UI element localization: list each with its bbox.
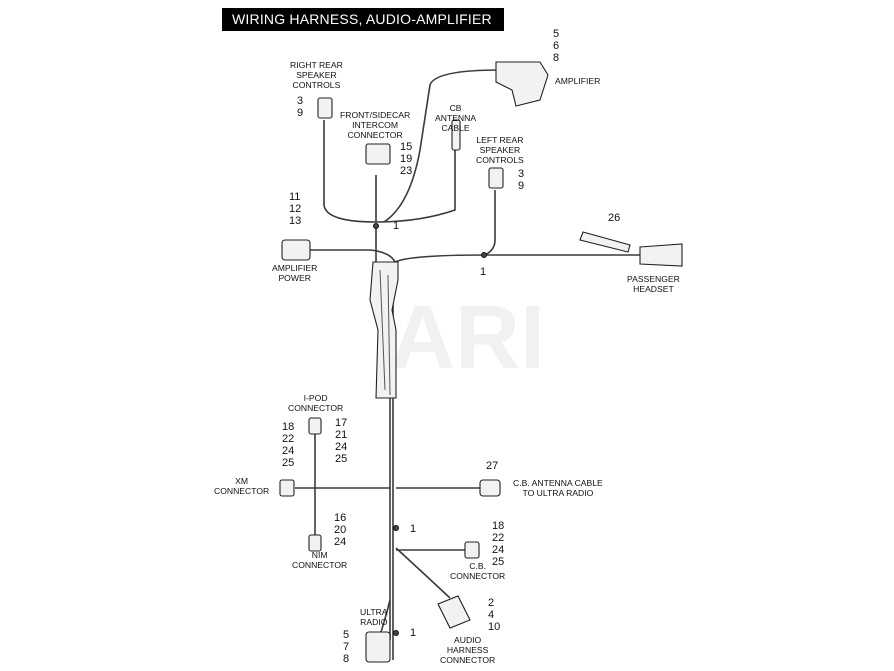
left-rear-connector: [488, 167, 504, 189]
amplifier-wire: [383, 69, 501, 223]
amp-power-connector: [281, 239, 311, 261]
callout-tie-right: 1: [480, 266, 487, 278]
passenger-headset-wire: [394, 254, 640, 263]
diagram-title: WIRING HARNESS, AUDIO-AMPLIFIER: [222, 8, 504, 31]
cb-antenna-connector: [451, 119, 461, 151]
callout-passenger: 26: [608, 212, 621, 224]
headset-lever: [579, 231, 631, 253]
cb-ultra-connector: [479, 479, 501, 497]
watermark: ARI: [390, 288, 545, 388]
harness-cover-detail: [379, 269, 391, 396]
left-rear-speaker-wire: [484, 190, 496, 256]
label-cb-connector: C.B.CONNECTOR: [450, 561, 506, 581]
cable-tie-upper: [373, 223, 379, 229]
amp-power-wire: [310, 249, 396, 263]
ultra-radio-connector: [365, 631, 391, 663]
callout-tie-upper: 1: [393, 220, 400, 232]
label-amplifier: AMPLIFIER: [555, 76, 601, 86]
ipod-connector: [308, 417, 322, 435]
cable-tie-right: [481, 252, 487, 258]
xm-connector: [279, 479, 295, 497]
harness-cover: [369, 261, 399, 399]
callout-tie-mid: 1: [410, 523, 417, 535]
cb-connector: [464, 541, 480, 559]
intercom-connector: [365, 143, 391, 165]
amplifier-connector: [495, 61, 549, 107]
cable-tie-mid: [393, 525, 399, 531]
audio-harness-connector: [437, 595, 471, 629]
audio-harness-wire: [395, 547, 451, 599]
callout-cb-antenna-ultra: 27: [486, 460, 499, 472]
callout-tie-low: 1: [410, 627, 417, 639]
cable-tie-low: [393, 630, 399, 636]
right-rear-connector: [317, 97, 333, 119]
nim-connector: [308, 534, 322, 552]
passenger-headset-connector: [639, 243, 683, 267]
